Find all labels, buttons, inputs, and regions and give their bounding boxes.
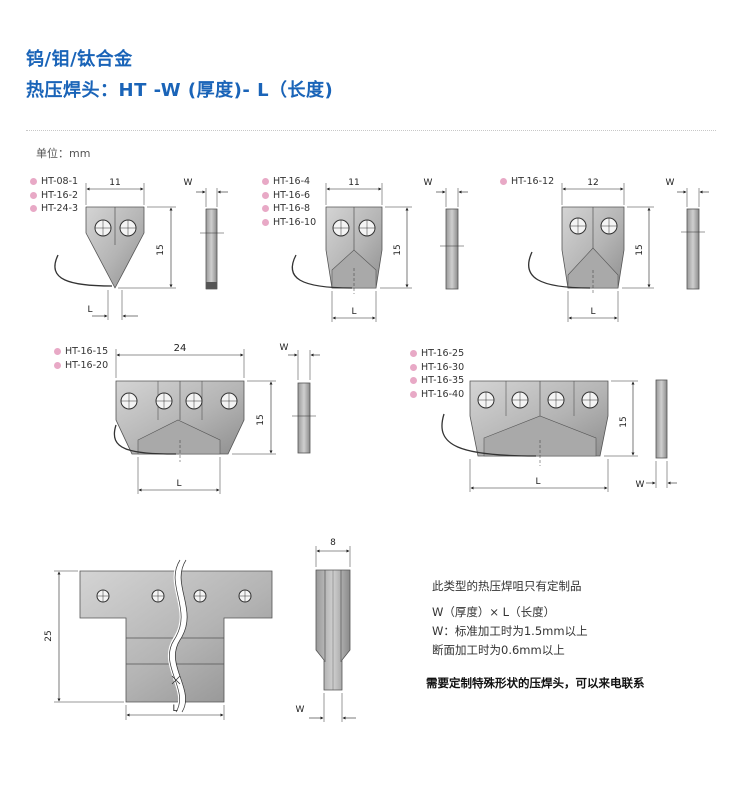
dim-side-label: 15 (156, 244, 166, 255)
bullet-icon (54, 348, 61, 356)
drawing-group-1: 11 15 L W (54, 178, 228, 320)
bullet-icon (54, 361, 61, 369)
bullet-icon (410, 377, 417, 385)
bullet-icon (262, 178, 269, 186)
bullet-icon (410, 350, 417, 358)
model-item: HT-16-2 (30, 189, 78, 203)
drawing-group-4: 24 15 L W (113, 343, 320, 494)
dotted-divider (26, 130, 716, 131)
svg-text:15: 15 (619, 416, 629, 427)
svg-text:W: W (424, 178, 433, 188)
dim-w-label: W (184, 178, 193, 188)
svg-text:8: 8 (330, 538, 336, 548)
model-list-group-3: HT-16-12 (500, 175, 554, 189)
svg-text:15: 15 (635, 244, 645, 255)
svg-text:15: 15 (393, 244, 403, 255)
note-contact: 需要定制特殊形状的压焊头，可以来电联系 (426, 676, 645, 690)
bullet-icon (262, 205, 269, 213)
bullet-icon (30, 191, 37, 199)
bullet-icon (410, 363, 417, 371)
bullet-icon (30, 178, 37, 186)
model-list-group-5: HT-16-25 HT-16-30 HT-16-35 HT-16-40 (410, 347, 464, 401)
bullet-icon (30, 205, 37, 213)
note-custom-only: 此类型的热压焊咀只有定制品 (432, 579, 582, 593)
unit-label: 单位：mm (36, 147, 91, 160)
dim-top-label: 11 (109, 178, 120, 188)
svg-text:11: 11 (348, 178, 359, 188)
svg-text:W: W (296, 705, 305, 715)
model-list-group-2: HT-16-4 HT-16-6 HT-16-8 HT-16-10 (262, 175, 316, 229)
svg-text:W: W (666, 178, 675, 188)
svg-text:W: W (636, 480, 645, 490)
svg-text:25: 25 (44, 630, 54, 641)
model-item: HT-16-8 (262, 202, 316, 216)
bullet-icon (410, 390, 417, 398)
model-item: HT-16-35 (410, 374, 464, 388)
model-item: HT-16-4 (262, 175, 316, 189)
model-item: HT-16-12 (500, 175, 554, 189)
svg-text:L: L (535, 477, 540, 487)
page-title: 钨/钼/钛合金 (26, 49, 133, 70)
drawing-group-3: 12 15 L W (527, 178, 709, 322)
model-item: HT-24-3 (30, 202, 78, 216)
svg-text:24: 24 (174, 343, 187, 354)
note-section-thickness: 断面加工时为0.6mm以上 (432, 643, 565, 657)
model-item: HT-16-40 (410, 388, 464, 402)
note-size-format: W（厚度）× L（长度） (432, 605, 556, 619)
svg-text:12: 12 (587, 178, 598, 188)
model-list-group-4: HT-16-15 HT-16-20 (54, 345, 108, 372)
model-list-group-1: HT-08-1 HT-16-2 HT-24-3 (30, 175, 78, 216)
drawing-group-2: 11 15 L W (291, 178, 468, 322)
model-item: HT-16-6 (262, 189, 316, 203)
drawing-group-5: 15 L W (441, 379, 677, 492)
page-subtitle: 热压焊头：HT -W (厚度)- L（长度) (26, 80, 334, 101)
bullet-icon (262, 191, 269, 199)
svg-text:W: W (280, 343, 289, 353)
svg-text:L: L (176, 479, 181, 489)
model-item: HT-16-30 (410, 361, 464, 375)
dim-l-label: L (87, 305, 92, 315)
note-standard-thickness: W：标准加工时为1.5mm以上 (432, 624, 588, 638)
model-item: HT-08-1 (30, 175, 78, 189)
model-item: HT-16-20 (54, 359, 108, 373)
model-item: HT-16-25 (410, 347, 464, 361)
svg-text:L: L (172, 704, 177, 714)
bullet-icon (262, 218, 269, 226)
bullet-icon (500, 178, 507, 186)
svg-text:L: L (590, 307, 595, 317)
drawing-group-6: 25 L 8 W (44, 538, 356, 722)
model-item: HT-16-10 (262, 216, 316, 230)
svg-text:L: L (351, 307, 356, 317)
svg-text:15: 15 (256, 414, 266, 425)
model-item: HT-16-15 (54, 345, 108, 359)
